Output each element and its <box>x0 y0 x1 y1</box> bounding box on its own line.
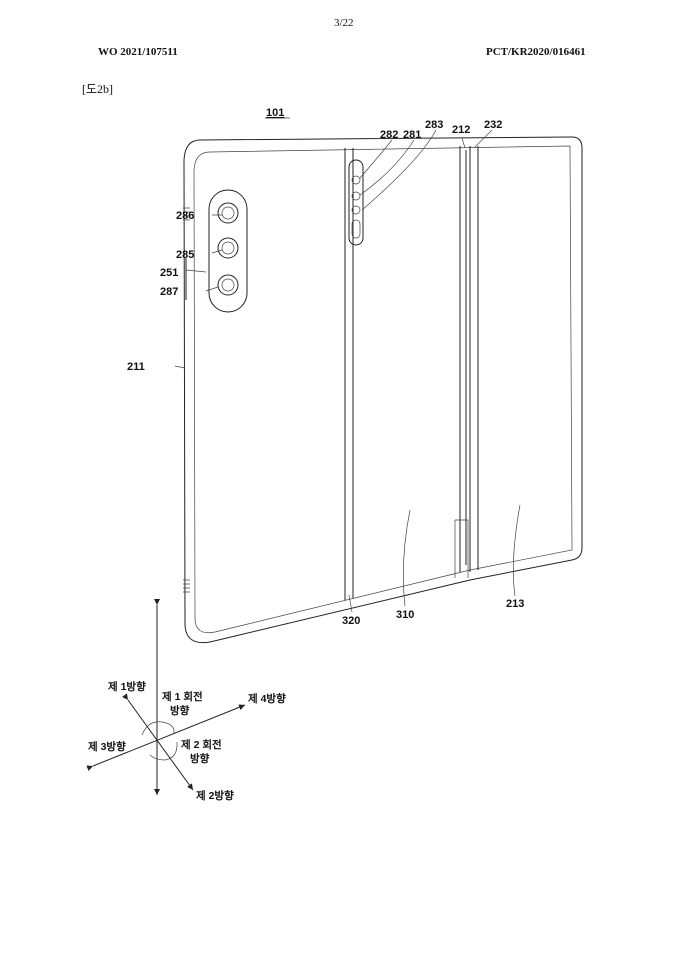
figure-label: [도2b] <box>82 82 114 96</box>
hinge-212 <box>459 146 479 572</box>
ref-211: 211 <box>127 361 145 373</box>
ref-232: 232 <box>484 119 502 131</box>
leader-lines <box>174 117 521 613</box>
label-rotation-2-line2: 방향 <box>190 752 210 765</box>
label-rotation-2-line1: 제 2 회전 <box>181 738 222 751</box>
foldable-device <box>183 136 583 644</box>
camera-286 <box>217 202 239 224</box>
ref-287: 287 <box>160 286 178 298</box>
device-inner-outline <box>193 145 573 634</box>
label-rotation-1-line2: 방향 <box>170 704 190 717</box>
label-direction-3: 제 3방향 <box>88 740 126 753</box>
rotation-arc-2 <box>149 741 178 761</box>
label-direction-4: 제 4방향 <box>248 692 286 705</box>
ref-286: 286 <box>176 210 194 222</box>
ref-101: 101 <box>266 107 284 119</box>
label-direction-1: 제 1방향 <box>108 680 146 693</box>
ref-283: 283 <box>425 119 443 131</box>
ref-281: 281 <box>403 129 421 141</box>
rotation-arc-1 <box>141 721 175 736</box>
ref-285: 285 <box>176 249 194 261</box>
ref-212: 212 <box>452 124 470 136</box>
ref-282: 282 <box>380 129 398 141</box>
panel-divider-320 <box>344 148 354 600</box>
publication-number: WO 2021/107511 <box>98 46 178 58</box>
device-outer-outline <box>183 136 583 644</box>
camera-285 <box>217 237 239 259</box>
front-camera-module <box>348 159 364 246</box>
label-rotation-1-line1: 제 1 회전 <box>162 690 203 703</box>
direction-axes <box>86 599 246 795</box>
application-number: PCT/KR2020/016461 <box>486 46 586 58</box>
ref-320: 320 <box>342 615 360 627</box>
ref-310: 310 <box>396 609 414 621</box>
page-number: 3/22 <box>334 17 354 29</box>
axis-dir3-dir4 <box>86 704 246 772</box>
rear-camera-module <box>208 189 248 313</box>
ref-251: 251 <box>160 267 178 279</box>
ref-213: 213 <box>506 598 524 610</box>
camera-287 <box>217 274 239 296</box>
label-direction-2: 제 2방향 <box>196 789 234 802</box>
